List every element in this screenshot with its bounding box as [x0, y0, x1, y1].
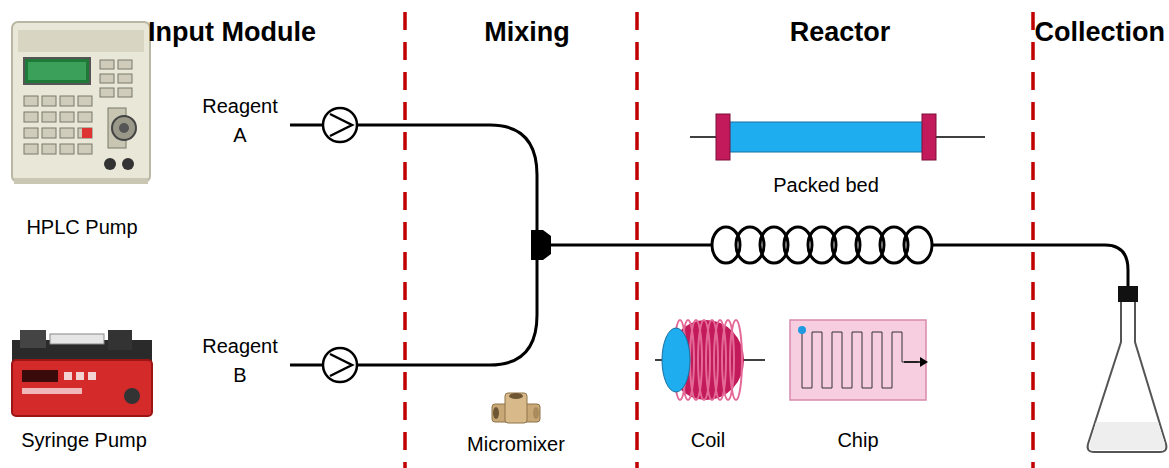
pump-symbol — [323, 108, 357, 382]
micromixer-picture — [492, 393, 540, 423]
collection-flask — [1088, 286, 1167, 452]
hplc-pump-picture — [12, 22, 150, 184]
syringe-pump-picture — [12, 330, 152, 416]
equipment-label: HPLC Pump — [26, 215, 137, 240]
chip-picture — [790, 320, 928, 400]
section-heading: Collection — [1034, 16, 1165, 50]
reagent-label: Reagent A — [198, 92, 282, 150]
section-heading: Mixing — [484, 16, 570, 50]
coil-picture — [655, 320, 765, 400]
coil-tubing — [712, 227, 932, 263]
section-heading: Reactor — [790, 16, 891, 50]
mixer-junction — [531, 230, 551, 260]
reagent-label: Reagent B — [198, 332, 282, 390]
section-divider — [405, 12, 1033, 468]
equipment-label: Syringe Pump — [21, 428, 147, 453]
equipment-label: Micromixer — [467, 432, 565, 457]
equipment-label: Chip — [837, 428, 878, 453]
equipment-label: Coil — [691, 428, 725, 453]
section-heading: Input Module — [148, 16, 316, 50]
equipment-label: Packed bed — [773, 173, 879, 198]
packed-bed-picture — [690, 114, 985, 160]
